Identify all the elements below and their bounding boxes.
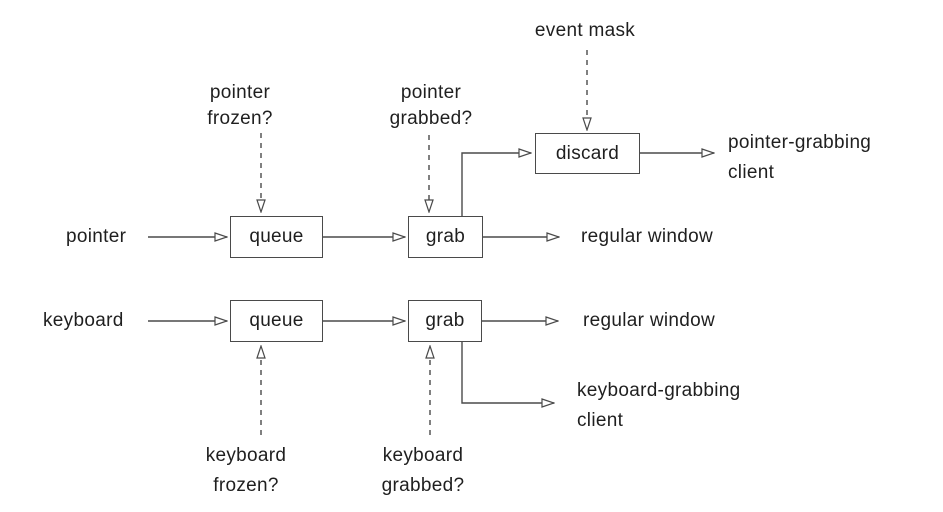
arrow-grab-to-keyboard-grabbing-client	[461, 342, 554, 403]
pointer-regular-window-label: regular window	[581, 226, 713, 247]
pointer-frozen-label: pointer frozen?	[170, 80, 310, 132]
pointer-source-label: pointer	[66, 226, 127, 247]
pointer-grabbing-client-label: pointer-grabbing client	[728, 128, 871, 188]
discard-box-label: discard	[555, 142, 620, 164]
pointer-grabbing-client-line2: client	[728, 162, 775, 183]
pointer-frozen-line1: pointer	[209, 82, 271, 103]
keyboard-grabbing-client-label: keyboard-grabbing client	[577, 376, 741, 436]
pointer-grabbed-line1: pointer	[400, 82, 462, 103]
pointer-grabbed-label: pointer grabbed?	[361, 80, 501, 132]
keyboard-queue-box-label: queue	[249, 310, 304, 331]
keyboard-queue-box: queue	[230, 300, 323, 342]
pointer-queue-box-label: queue	[249, 226, 304, 247]
pointer-grab-box-label: grab	[425, 226, 466, 247]
keyboard-frozen-label: keyboard frozen?	[176, 441, 316, 501]
keyboard-grabbed-line1: keyboard	[382, 445, 464, 466]
arrow-grab-to-discard	[461, 153, 531, 216]
keyboard-frozen-line2: frozen?	[213, 475, 279, 496]
pointer-frozen-line2: frozen?	[207, 108, 273, 129]
keyboard-grabbed-line2: grabbed?	[381, 475, 465, 496]
keyboard-source-label: keyboard	[43, 310, 124, 331]
keyboard-frozen-line1: keyboard	[205, 445, 287, 466]
discard-box: discard	[535, 133, 640, 174]
pointer-grab-box: grab	[408, 216, 483, 258]
keyboard-grab-box-label: grab	[425, 310, 465, 331]
keyboard-grabbed-label: keyboard grabbed?	[353, 441, 493, 501]
keyboard-grab-box: grab	[408, 300, 482, 342]
pointer-grabbed-line2: grabbed?	[389, 108, 473, 129]
keyboard-grabbing-client-line2: client	[577, 410, 624, 431]
keyboard-regular-window-label: regular window	[583, 310, 715, 331]
event-mask-label: event mask	[534, 20, 636, 41]
pointer-queue-box: queue	[230, 216, 323, 258]
pointer-grabbing-client-line1: pointer-grabbing	[728, 132, 872, 153]
keyboard-grabbing-client-line1: keyboard-grabbing	[577, 380, 741, 401]
